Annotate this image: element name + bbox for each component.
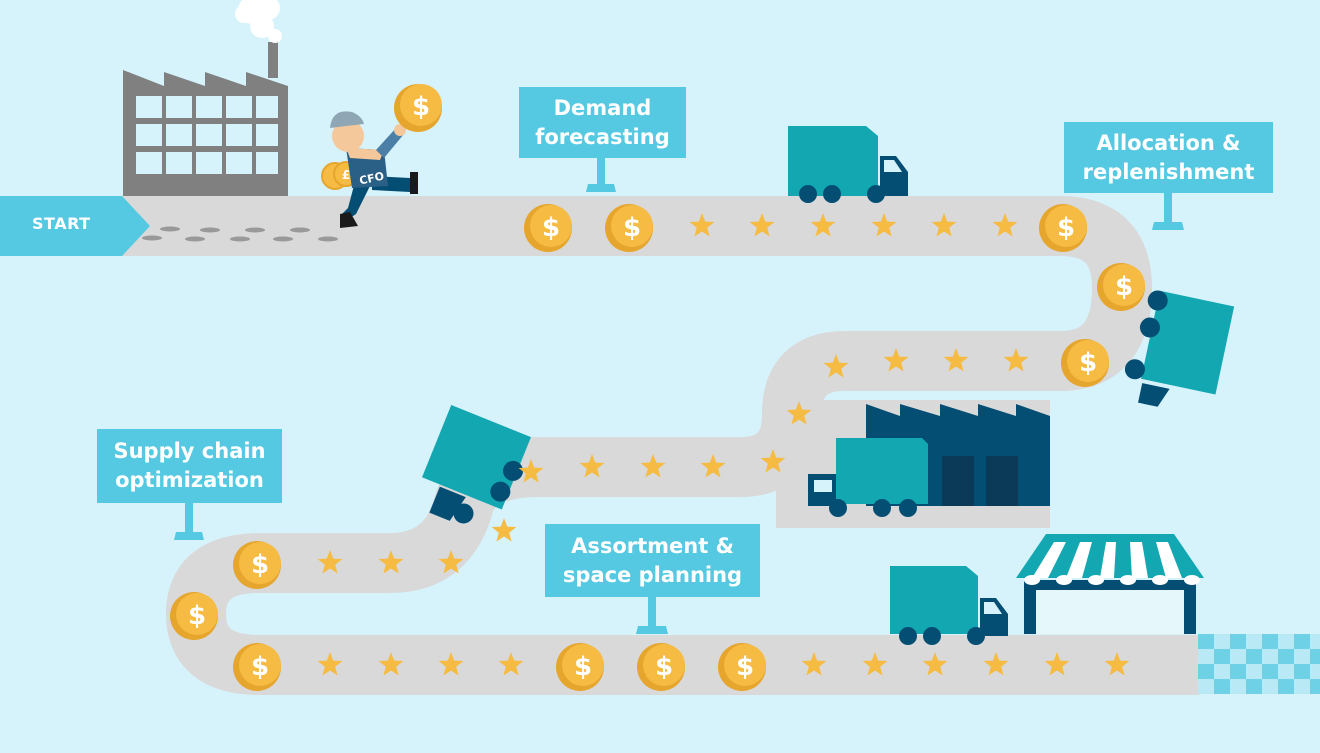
road (0, 196, 1200, 695)
coin-icon: $ (637, 643, 685, 691)
svg-text:$: $ (623, 213, 641, 243)
star-icon (498, 652, 524, 676)
label-line: Demand (553, 95, 652, 120)
star-icon (883, 348, 909, 372)
coin-icon: $ (1097, 263, 1145, 311)
footprints (142, 226, 338, 242)
star-icon (749, 213, 775, 237)
coin-icon: $ (524, 204, 572, 252)
star-icon (801, 652, 827, 676)
svg-text:$: $ (542, 213, 560, 243)
coin-icon: $ (233, 541, 281, 589)
star-icon (823, 354, 849, 378)
label-line: replenishment (1082, 159, 1255, 184)
star-icon (438, 652, 464, 676)
label-demand-forecasting: Demand forecasting (519, 87, 686, 158)
star-icon (786, 401, 812, 425)
star-icon (1003, 348, 1029, 372)
label-line: Supply chain (113, 439, 266, 463)
truck-left (422, 404, 531, 524)
label-assortment-space-planning: Assortment & space planning (545, 524, 760, 597)
star-icon (378, 550, 404, 574)
star-icon (810, 213, 836, 237)
pound-coin-symbol: £ (342, 168, 350, 182)
label-line: Allocation & (1096, 130, 1241, 155)
svg-text:$: $ (1057, 213, 1075, 243)
start-arrow (0, 196, 150, 256)
coins: $ $ $ $ $ $ $ $ $ $ $ (170, 204, 1145, 691)
star-icon (317, 550, 343, 574)
star-icon (983, 652, 1009, 676)
star-icon (871, 213, 897, 237)
flying-coin-symbol: $ (412, 92, 430, 122)
star-icon (640, 454, 666, 478)
label-line: forecasting (535, 124, 670, 149)
star-icon (931, 213, 957, 237)
label-line: optimization (115, 468, 264, 492)
smoke (235, 0, 282, 43)
svg-text:$: $ (1115, 272, 1133, 302)
coin-icon: $ (1061, 339, 1109, 387)
star-icon (943, 348, 969, 372)
label-supply-chain-optimization: Supply chain optimization (97, 429, 282, 503)
star-icon (992, 213, 1018, 237)
coin-icon: $ (605, 204, 653, 252)
truck-warehouse (808, 438, 928, 517)
star-icon (700, 454, 726, 478)
label-allocation-replenishment: Allocation & replenishment (1064, 122, 1273, 193)
store (1016, 534, 1204, 634)
star-icon (317, 652, 343, 676)
label-stems (174, 158, 1184, 634)
factory (123, 0, 288, 196)
truck-top (788, 126, 908, 203)
cfo-badge: CFO (358, 170, 385, 188)
star-icon (491, 518, 517, 542)
svg-text:$: $ (736, 652, 754, 682)
svg-text:$: $ (1079, 348, 1097, 378)
star-icon (1104, 652, 1130, 676)
star-icon (689, 213, 715, 237)
label-line: space planning (562, 562, 743, 587)
coin-icon: $ (170, 592, 218, 640)
svg-text:$: $ (251, 652, 269, 682)
svg-text:$: $ (188, 601, 206, 631)
finish-flag (1198, 634, 1320, 694)
star-icon (378, 652, 404, 676)
svg-text:$: $ (251, 550, 269, 580)
label-line: Assortment & (571, 533, 734, 558)
star-icon (1044, 652, 1070, 676)
star-icon (579, 454, 605, 478)
svg-text:$: $ (655, 652, 673, 682)
coin-icon: $ (718, 643, 766, 691)
star-icon (760, 449, 786, 473)
truck-right (1124, 290, 1235, 407)
coin-icon: $ (1039, 204, 1087, 252)
coin-icon: $ (556, 643, 604, 691)
star-icon (862, 652, 888, 676)
star-icon (922, 652, 948, 676)
truck-bottom (890, 566, 1008, 645)
svg-text:$: $ (574, 652, 592, 682)
stars (317, 213, 1130, 676)
star-icon (518, 459, 544, 483)
coin-icon: $ (233, 643, 281, 691)
star-icon (438, 550, 464, 574)
start-label: START (32, 214, 91, 233)
cfo-character: £ CFO $ (321, 84, 442, 228)
